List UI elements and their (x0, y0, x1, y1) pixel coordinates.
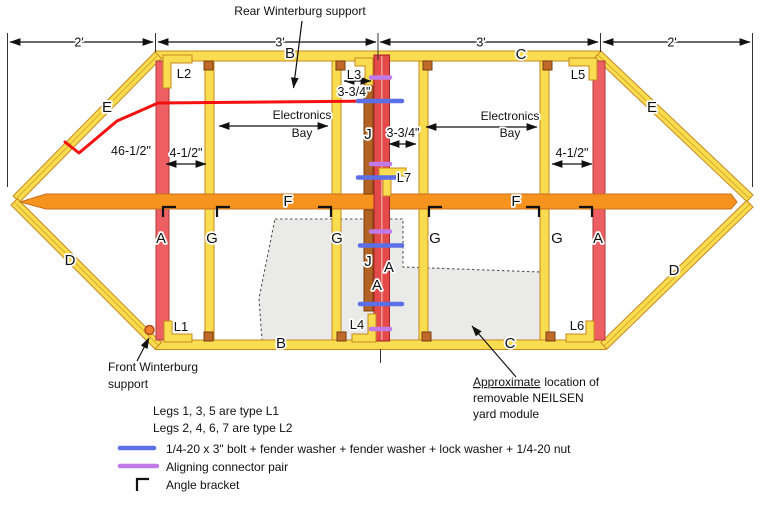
dim-label-4half-left: 4-1/2" (170, 146, 203, 160)
brown-blocks (203, 60, 556, 342)
angle-bracket-icon (427, 205, 442, 217)
front-support-marker (144, 324, 155, 336)
j-strip-lower (363, 209, 374, 312)
neilsen-leader (471, 325, 517, 378)
legend-connector-label: Aligning connector pair (166, 460, 288, 474)
block-bottom-g3 (421, 331, 432, 342)
dim-label-3ft-left: 3' (275, 36, 284, 50)
diagonal-e-right-seam (597, 54, 751, 200)
neilsen-module-area (258, 218, 542, 341)
bracket-label-l5: L5 (571, 67, 585, 82)
member-label-g1: G (206, 230, 218, 247)
member-label-b-top: B (285, 45, 295, 62)
member-label-e-left: E (102, 99, 112, 116)
bracket-label-l1: L1 (174, 319, 188, 334)
bracket-label-l6: L6 (570, 318, 584, 333)
diagonal-d-right-seam (603, 203, 751, 347)
front-support-label-line2: support (108, 377, 149, 391)
member-label-g4: G (551, 230, 563, 247)
angle-bracket-icon (161, 205, 176, 217)
front-support-leader (136, 337, 150, 362)
bay-right-label-line1: Electronics (481, 109, 540, 123)
dimension-extensions (7, 33, 753, 363)
member-label-a-right: A (593, 230, 603, 247)
angle-bracket-icon (318, 205, 333, 217)
rear-support-leader (290, 20, 303, 89)
member-label-f-left: F (283, 193, 292, 210)
diagonal-e-left-seam (16, 55, 158, 199)
legend: 1/4-20 x 3" bolt + fender washer + fende… (117, 442, 571, 492)
bracket-label-l7: L7 (397, 170, 411, 185)
block-top-g3 (422, 60, 433, 71)
dim-label-4half-right: 4-1/2" (556, 146, 589, 160)
dim-label-46half: 46-1/2" (111, 144, 151, 158)
rear-support-line (63, 99, 390, 155)
legend-bracket-label: Angle bracket (166, 478, 240, 492)
bay-left-label-line1: Electronics (273, 108, 332, 122)
neilsen-label-line2: removable NEILSEN (473, 391, 584, 405)
bracket-label-l4: L4 (350, 317, 364, 332)
angle-bracket-icon (215, 205, 230, 217)
member-label-a-spine2: A (372, 277, 382, 294)
member-label-c-bottom: C (505, 335, 516, 352)
angle-bracket-icon (579, 205, 594, 217)
block-top-g4 (542, 60, 553, 71)
block-top-g2 (335, 60, 346, 71)
block-top-g1 (203, 60, 214, 71)
neilsen-label-line3: yard module (473, 407, 539, 421)
bracket-l5 (568, 57, 598, 81)
block-bottom-g4 (545, 331, 556, 342)
legend-bolt-label: 1/4-20 x 3" bolt + fender washer + fende… (166, 442, 571, 456)
dim-label-334-top: 3-3/4" (338, 85, 371, 99)
member-label-f-right: F (511, 193, 520, 210)
inner-dimension-arrows (165, 77, 593, 168)
member-label-c-top: C (516, 46, 527, 63)
bracket-l1 (163, 320, 193, 343)
angle-bracket-icon (526, 205, 541, 217)
bay-left-label-line2: Bay (292, 126, 313, 140)
dim-label-334-mid: 3-3/4" (387, 126, 420, 140)
neilsen-underlined-word: Approximate (473, 375, 541, 389)
neilsen-line1-rest: location of (544, 375, 599, 389)
member-label-e-right: E (647, 99, 657, 116)
bracket-l2 (162, 54, 193, 89)
member-label-d-right: D (669, 262, 680, 279)
member-label-g3: G (429, 230, 441, 247)
legs-note-line1: Legs 1, 3, 5 are type L1 (153, 404, 279, 418)
dim-label-2ft-right: 2' (667, 36, 676, 50)
aligning-connectors (368, 75, 393, 332)
leader-arrows (136, 20, 517, 378)
bracket-l6 (565, 320, 595, 343)
bracket-label-l2: L2 (177, 66, 191, 81)
member-label-b-bottom: B (276, 335, 286, 352)
dim-label-2ft-left: 2' (74, 36, 83, 50)
member-label-j2: J (364, 253, 372, 270)
rear-support-label: Rear Winterburg support (234, 4, 366, 18)
l-brackets (162, 54, 598, 343)
red-legs (155, 60, 606, 341)
member-label-a-spine1: A (384, 259, 394, 276)
member-label-d-left: D (65, 252, 76, 269)
bracket-label-l3: L3 (347, 67, 361, 82)
block-bottom-g1 (203, 331, 214, 342)
angle-bracket-marks (161, 205, 594, 217)
bracket-l4 (351, 313, 377, 343)
member-label-g2: G (331, 230, 343, 247)
legs-note-line2: Legs 2, 4, 6, 7 are type L2 (153, 421, 293, 435)
member-label-a-left: A (156, 230, 166, 247)
front-support-label-line1: Front Winterburg (108, 360, 198, 374)
spine-bolts (355, 98, 405, 307)
block-bottom-g2 (336, 331, 347, 342)
dim-label-3ft-right: 3' (476, 36, 485, 50)
bay-right-label-line2: Bay (500, 126, 521, 140)
legend-angle-bracket-icon (135, 477, 149, 491)
diagonal-d-left-seam (14, 202, 159, 346)
member-label-j1: J (364, 126, 372, 143)
